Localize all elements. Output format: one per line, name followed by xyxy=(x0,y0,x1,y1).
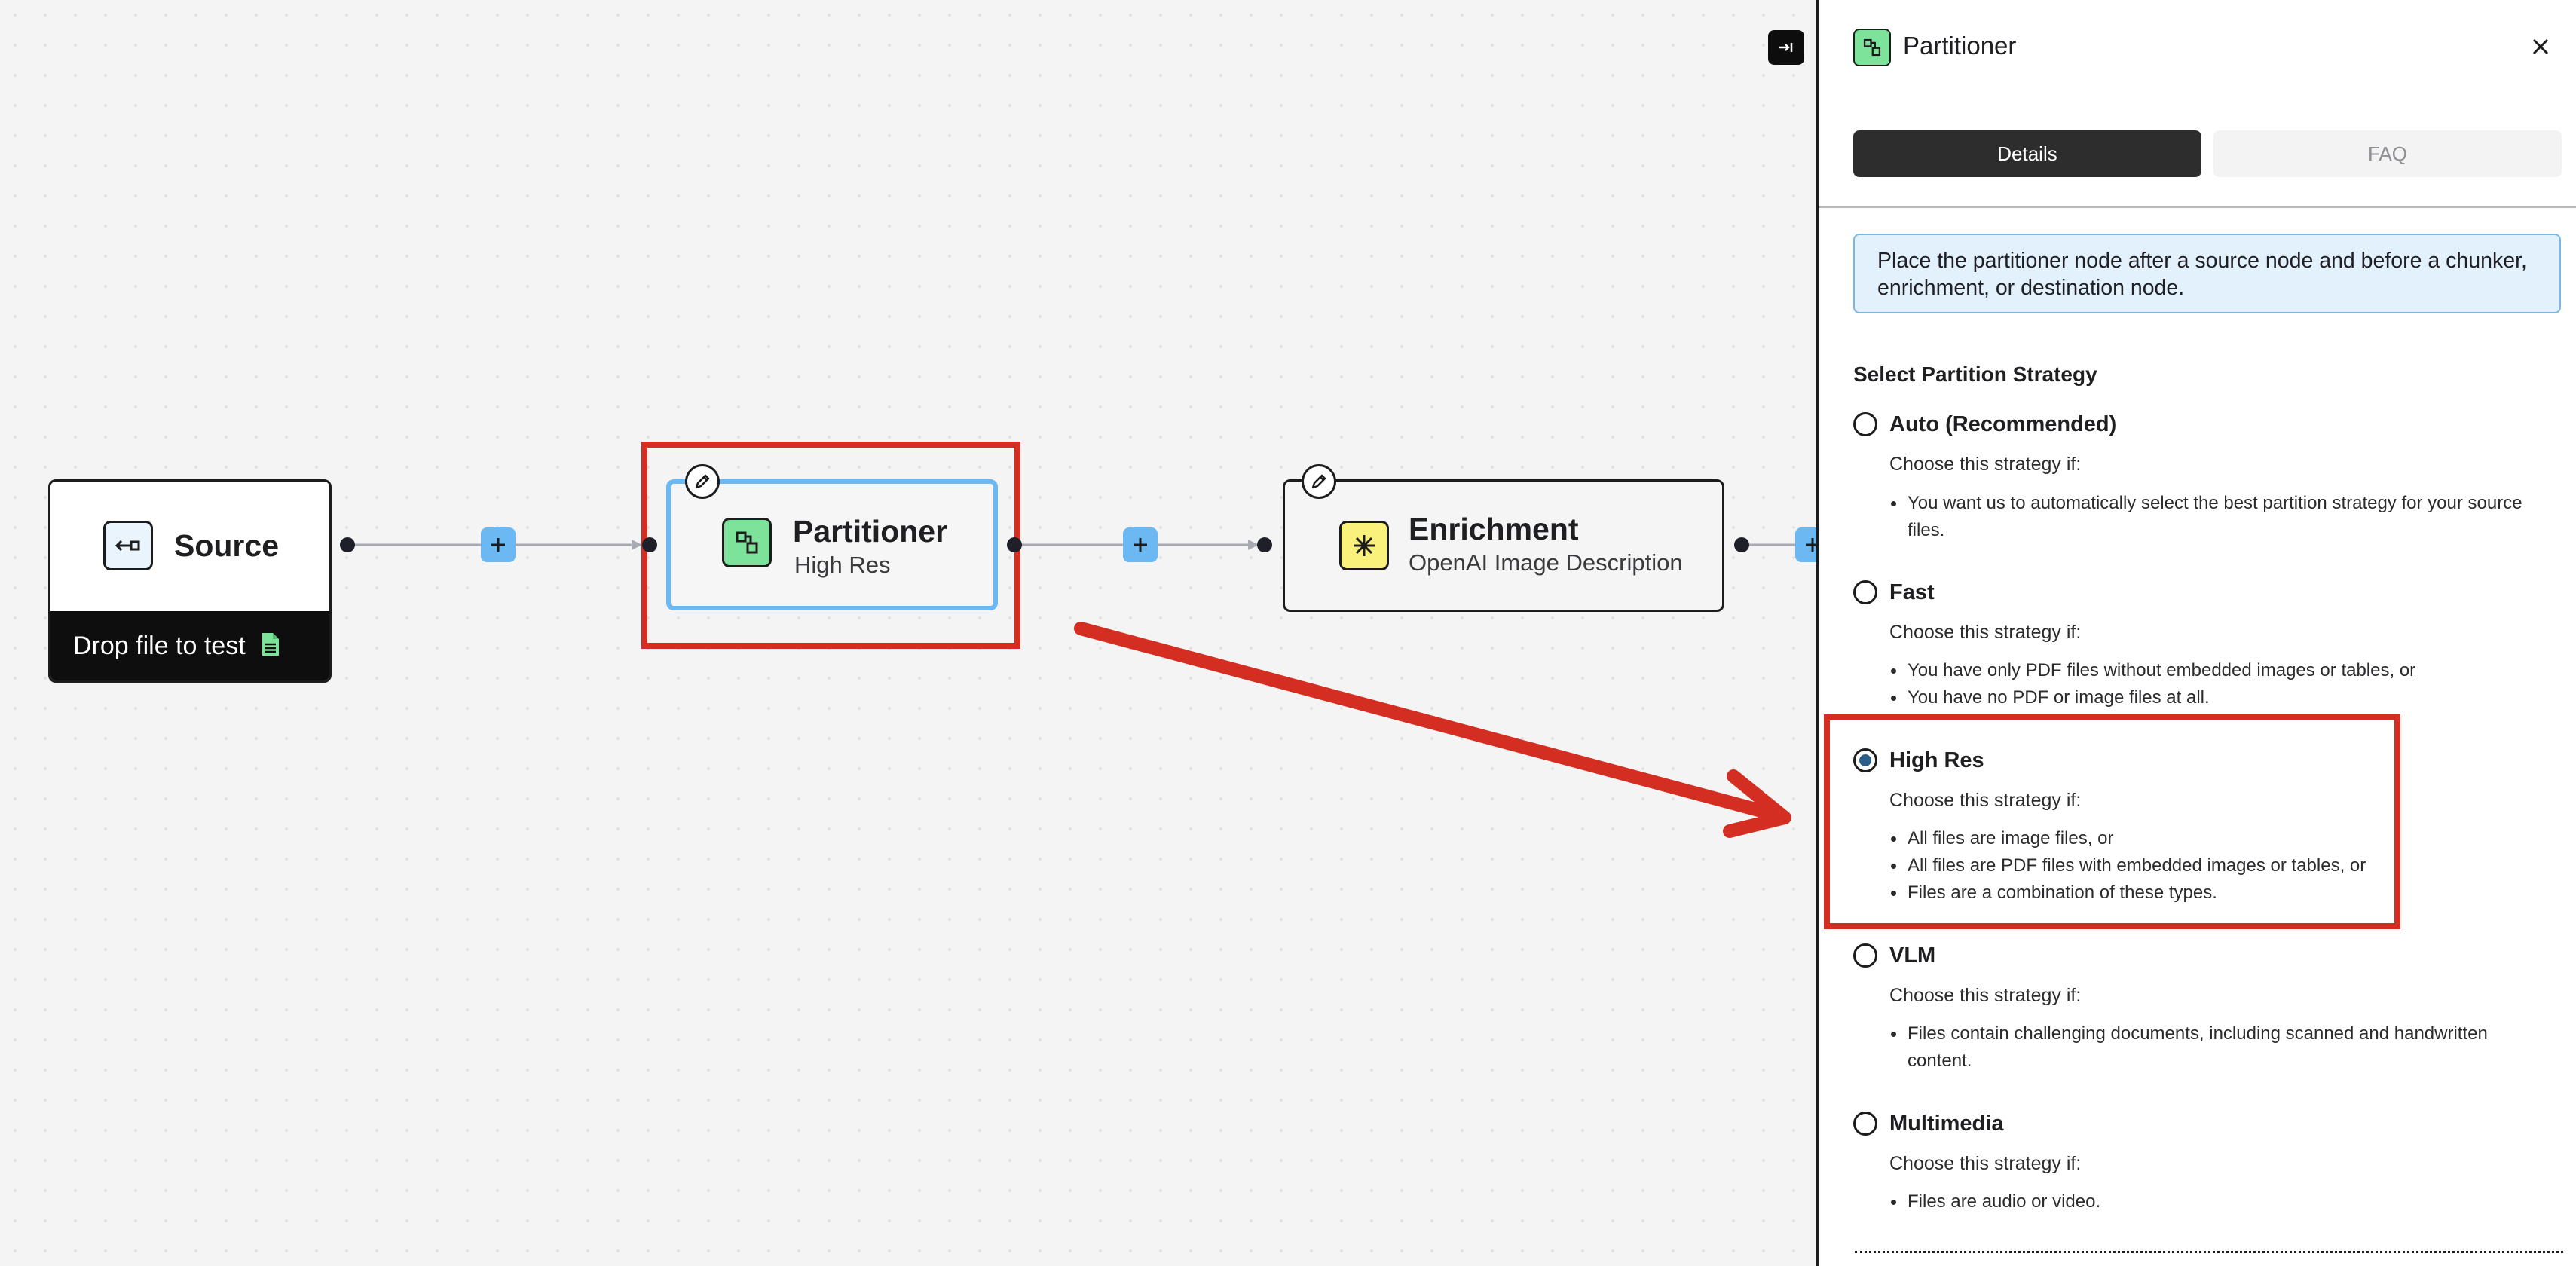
source-output-handle[interactable] xyxy=(340,537,355,552)
enrichment-node[interactable]: Enrichment OpenAI Image Description xyxy=(1283,479,1724,612)
annotation-arrowhead xyxy=(1723,769,1791,838)
list-item: All files are PDF files with embedded im… xyxy=(1889,852,2387,879)
annotation-highlight-option xyxy=(1824,714,2400,929)
panel-title: Partitioner xyxy=(1903,32,2017,60)
option-high-res-bullets: All files are image files, or All files … xyxy=(1889,825,2387,907)
option-fast-bullets: You have only PDF files without embedded… xyxy=(1889,657,2553,711)
radio-auto[interactable] xyxy=(1853,412,1877,436)
panel-bottom-divider xyxy=(1855,1251,2563,1253)
option-auto-label[interactable]: Auto (Recommended) xyxy=(1889,412,2117,436)
edit-node-button[interactable] xyxy=(685,464,720,499)
partitioner-node-subtitle: High Res xyxy=(794,552,891,578)
enrichment-node-subtitle: OpenAI Image Description xyxy=(1409,549,1683,576)
add-node-button[interactable] xyxy=(481,528,516,562)
partitioner-node-title: Partitioner xyxy=(793,514,948,549)
list-item: Files contain challenging documents, inc… xyxy=(1889,1020,2538,1075)
source-node-title: Source xyxy=(174,528,279,563)
radio-high-res[interactable] xyxy=(1853,748,1877,772)
list-item: You want us to automatically select the … xyxy=(1889,490,2553,544)
add-node-button[interactable] xyxy=(1123,528,1158,562)
edge-arrowhead xyxy=(632,540,642,550)
enrichment-input-handle[interactable] xyxy=(1257,537,1272,552)
file-icon xyxy=(261,631,280,661)
close-icon[interactable] xyxy=(2527,33,2554,60)
radio-multimedia[interactable] xyxy=(1853,1112,1877,1136)
option-high-res-label[interactable]: High Res xyxy=(1889,748,1984,772)
source-arrow-icon xyxy=(103,521,153,570)
edge-arrowhead xyxy=(1248,540,1259,550)
enrichment-node-title: Enrichment xyxy=(1409,512,1579,546)
option-vlm-label[interactable]: VLM xyxy=(1889,943,1936,968)
plus-icon xyxy=(1806,538,1816,552)
partitioner-icon xyxy=(722,518,772,567)
partitioner-icon xyxy=(1863,38,1881,57)
panel-header-icon xyxy=(1853,29,1891,66)
list-item: Files are audio or video. xyxy=(1889,1188,2538,1216)
option-vlm-bullets: Files contain challenging documents, inc… xyxy=(1889,1020,2538,1075)
collapse-right-icon xyxy=(1779,43,1793,52)
option-fast-label[interactable]: Fast xyxy=(1889,580,1935,604)
option-vlm-desc: Choose this strategy if: xyxy=(1889,985,2082,1006)
add-node-button[interactable] xyxy=(1795,528,1816,562)
option-multimedia-desc: Choose this strategy if: xyxy=(1889,1153,2082,1174)
panel-divider xyxy=(1819,206,2576,208)
drop-file-area[interactable]: Drop file to test xyxy=(50,611,329,680)
list-item: You have no PDF or image files at all. xyxy=(1889,684,2553,711)
details-panel: Partitioner xyxy=(1816,0,2576,1266)
source-node[interactable]: Source Drop file to test xyxy=(48,479,332,683)
workflow-canvas[interactable]: Source Drop file to test xyxy=(0,0,1816,1266)
radio-fast[interactable] xyxy=(1853,580,1877,604)
partitioner-node[interactable]: Partitioner High Res xyxy=(666,479,998,610)
radio-vlm[interactable] xyxy=(1853,943,1877,968)
list-item: Files are a combination of these types. xyxy=(1889,879,2387,907)
pencil-icon xyxy=(695,474,710,489)
option-multimedia-bullets: Files are audio or video. xyxy=(1889,1188,2538,1216)
pencil-icon xyxy=(1311,474,1326,489)
list-item: You have only PDF files without embedded… xyxy=(1889,657,2553,684)
section-title: Select Partition Strategy xyxy=(1853,362,2097,386)
enrichment-output-handle[interactable] xyxy=(1734,537,1749,552)
option-multimedia-label[interactable]: Multimedia xyxy=(1889,1112,2004,1136)
option-high-res-desc: Choose this strategy if: xyxy=(1889,790,2082,811)
annotation-arrow xyxy=(1074,622,1779,821)
plus-icon xyxy=(491,538,505,552)
list-item: All files are image files, or xyxy=(1889,825,2387,852)
info-callout: Place the partitioner node after a sourc… xyxy=(1853,234,2561,313)
plus-icon xyxy=(1134,538,1147,552)
drop-file-label: Drop file to test xyxy=(73,631,246,660)
asterisk-icon xyxy=(1339,521,1389,570)
partitioner-input-handle[interactable] xyxy=(642,537,657,552)
tab-faq[interactable]: FAQ xyxy=(2213,130,2562,177)
option-fast-desc: Choose this strategy if: xyxy=(1889,622,2082,643)
edge-layer xyxy=(348,540,1816,838)
option-auto-bullets: You want us to automatically select the … xyxy=(1889,490,2553,544)
option-auto-desc: Choose this strategy if: xyxy=(1889,454,2082,475)
edit-node-button[interactable] xyxy=(1302,464,1336,499)
tab-details[interactable]: Details xyxy=(1853,130,2201,177)
partitioner-output-handle[interactable] xyxy=(1007,537,1022,552)
collapse-panel-button[interactable] xyxy=(1768,30,1804,65)
